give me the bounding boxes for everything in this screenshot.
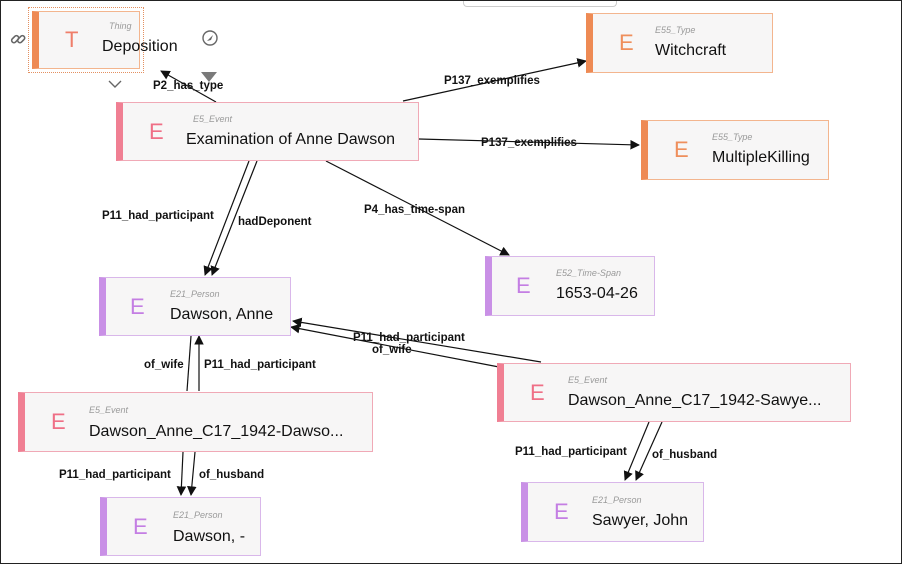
edge-of-husband-left[interactable] xyxy=(187,451,197,496)
node-letter: T xyxy=(65,27,79,52)
edge-of-husband-right[interactable] xyxy=(635,421,663,481)
node-letter: E xyxy=(133,513,148,539)
edge-had-deponent[interactable] xyxy=(210,160,258,276)
edge-label: P11_had_participant xyxy=(102,210,214,222)
node-examination[interactable]: E E5_Event Examination of Anne Dawson xyxy=(116,102,419,161)
node-multiplekilling[interactable]: E E55_Type MultipleKilling xyxy=(641,120,829,180)
node-type: E5_Event xyxy=(193,114,233,124)
edge-label: of_husband xyxy=(652,449,717,461)
node-dawson-anne[interactable]: E E21_Person Dawson, Anne xyxy=(99,277,291,336)
edge-p137-multiple[interactable] xyxy=(418,138,640,150)
node-label: Dawson, Anne xyxy=(170,306,274,323)
edge-label: P11_had_participant xyxy=(353,332,465,344)
top-toolbar-tab[interactable] xyxy=(463,1,617,7)
node-type: E5_Event xyxy=(568,375,608,385)
chevron-down-icon[interactable] xyxy=(107,78,123,90)
node-witchcraft[interactable]: E E55_Type Witchcraft xyxy=(586,13,773,73)
edge-label: P11_had_participant xyxy=(59,469,171,481)
edge-p11-exam-anne[interactable] xyxy=(203,160,250,276)
node-type: E55_Type xyxy=(655,25,696,35)
edge-label: P137_exemplifies xyxy=(481,137,577,149)
node-label: Dawson_Anne_C17_1942-Dawso... xyxy=(89,423,344,440)
node-letter: E xyxy=(530,379,545,405)
edge-label: of_wife xyxy=(144,359,184,371)
collapse-triangle-icon[interactable] xyxy=(200,71,218,83)
edge-label: P4_has_time-span xyxy=(364,204,465,216)
node-label: MultipleKilling xyxy=(712,149,810,166)
node-letter: E xyxy=(149,118,164,144)
node-letter: E xyxy=(619,30,634,55)
link-icon[interactable] xyxy=(9,30,27,48)
edge-of-wife-left[interactable] xyxy=(186,335,192,392)
node-type: E5_Event xyxy=(89,405,129,415)
edge-of-wife-right[interactable] xyxy=(290,323,500,368)
edge-p2-has-type[interactable] xyxy=(160,70,217,103)
node-type: Thing xyxy=(109,21,132,31)
selection-outline xyxy=(28,7,144,73)
edge-label: of_wife xyxy=(372,344,412,356)
navigate-icon[interactable] xyxy=(201,29,219,47)
node-letter: E xyxy=(51,409,66,434)
edge-p11-dawson-dash[interactable] xyxy=(176,451,187,496)
node-type: E21_Person xyxy=(173,510,223,520)
node-label: Dawson, - xyxy=(173,528,246,545)
node-sawyer-john[interactable]: E E21_Person Sawyer, John xyxy=(521,482,704,542)
node-timespan[interactable]: E E52_Time-Span 1653-04-26 xyxy=(485,256,655,316)
node-deposition[interactable]: T Thing Deposition xyxy=(32,11,178,69)
node-type: E52_Time-Span xyxy=(556,268,621,278)
edge-label: of_husband xyxy=(199,469,264,481)
node-label: Deposition xyxy=(102,38,178,55)
node-event-sawyer[interactable]: E E5_Event Dawson_Anne_C17_1942-Sawye... xyxy=(497,363,851,422)
node-label: 1653-04-26 xyxy=(556,285,638,302)
node-letter: E xyxy=(554,499,569,524)
edge-p11-sawyer[interactable] xyxy=(623,421,650,481)
node-type: E55_Type xyxy=(712,132,753,142)
edge-p137-witchcraft[interactable] xyxy=(402,58,587,102)
node-type: E21_Person xyxy=(592,495,642,505)
node-event-dawson[interactable]: E E5_Event Dawson_Anne_C17_1942-Dawso... xyxy=(18,392,373,452)
edge-label: P11_had_participant xyxy=(515,446,627,458)
edge-p11-right-anne[interactable] xyxy=(292,317,542,363)
edge-label: P137_exemplifies xyxy=(444,75,540,87)
edge-label: P2_has_type xyxy=(153,80,223,92)
node-label: Sawyer, John xyxy=(592,512,689,529)
node-type: E21_Person xyxy=(170,289,220,299)
node-label: Dawson_Anne_C17_1942-Sawye... xyxy=(568,392,822,409)
edge-label: P11_had_participant xyxy=(204,359,316,371)
node-label: Examination of Anne Dawson xyxy=(186,131,396,148)
node-letter: E xyxy=(130,293,145,319)
node-label: Witchcraft xyxy=(655,42,727,59)
edge-p4-timespan[interactable] xyxy=(325,160,510,256)
node-letter: E xyxy=(516,273,531,298)
edge-label: hadDeponent xyxy=(238,216,312,228)
node-letter: E xyxy=(674,137,689,162)
node-dawson-dash[interactable]: E E21_Person Dawson, - xyxy=(100,497,261,556)
